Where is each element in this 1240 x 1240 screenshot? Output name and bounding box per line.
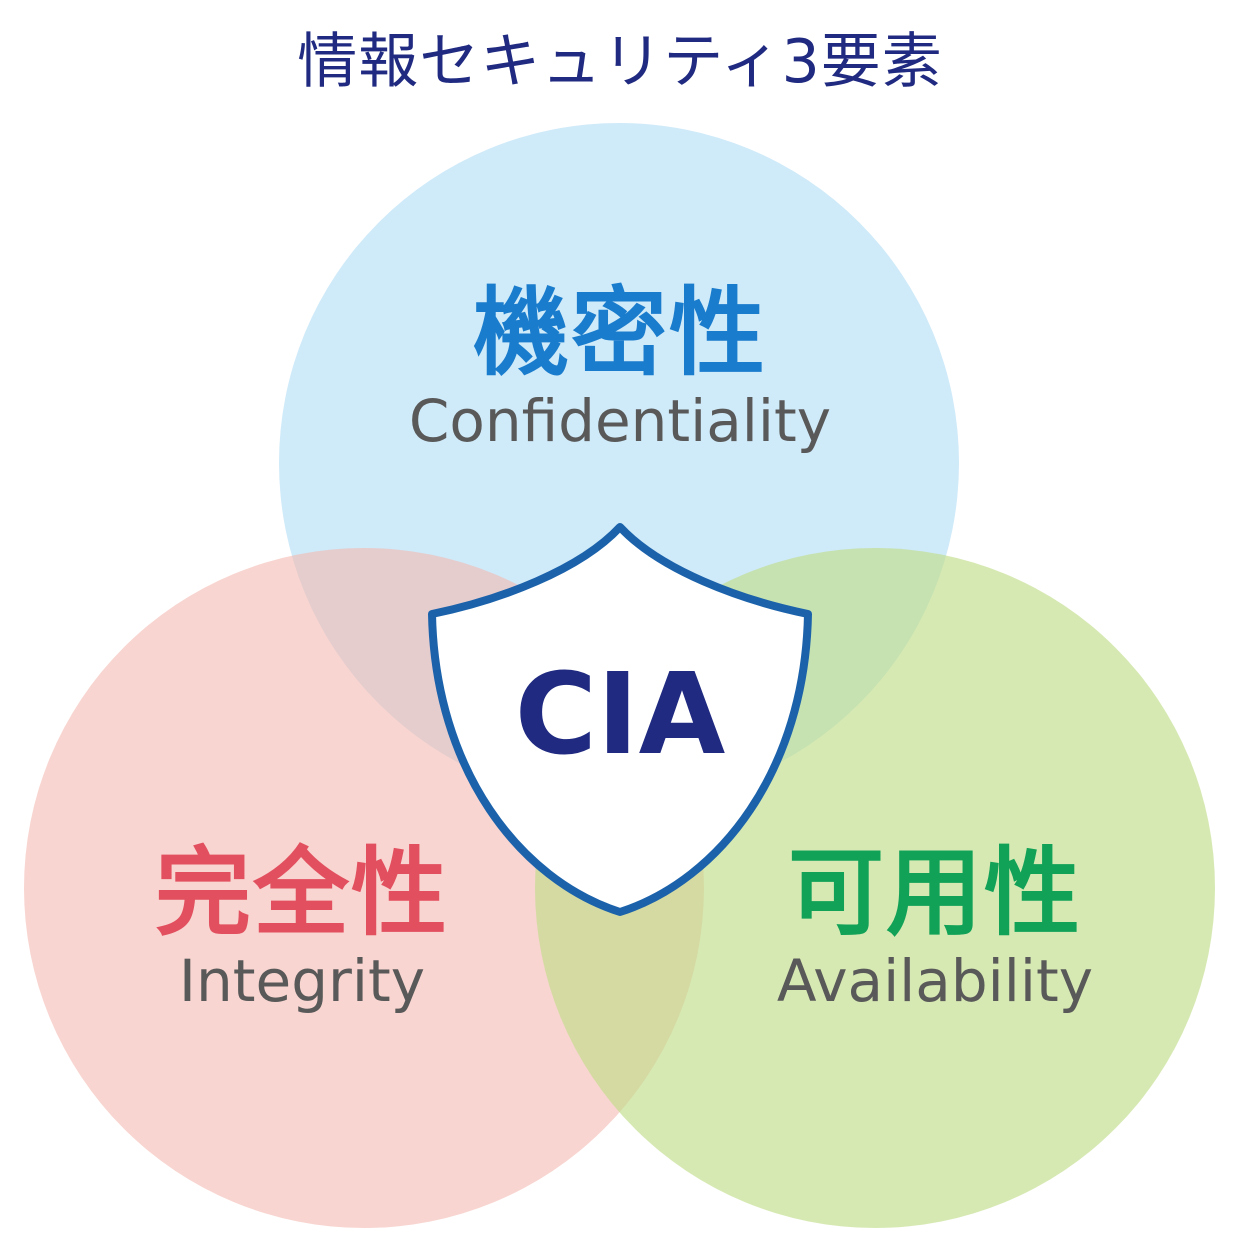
label-integrity-jp: 完全性 <box>155 837 449 949</box>
label-confidentiality-en: Confidentiality <box>408 387 832 455</box>
label-confidentiality-jp: 機密性 <box>473 277 767 389</box>
diagram-title: 情報セキュリティ3要素 <box>297 27 943 97</box>
label-integrity-en: Integrity <box>178 947 426 1015</box>
label-integrity: 完全性 Integrity <box>42 838 562 1014</box>
label-confidentiality: 機密性 Confidentiality <box>360 278 880 454</box>
label-availability-jp: 可用性 <box>788 837 1082 949</box>
label-availability: 可用性 Availability <box>675 838 1195 1014</box>
label-availability-en: Availability <box>776 947 1094 1015</box>
shield-icon <box>428 523 812 916</box>
cia-label: CIA <box>514 650 726 780</box>
